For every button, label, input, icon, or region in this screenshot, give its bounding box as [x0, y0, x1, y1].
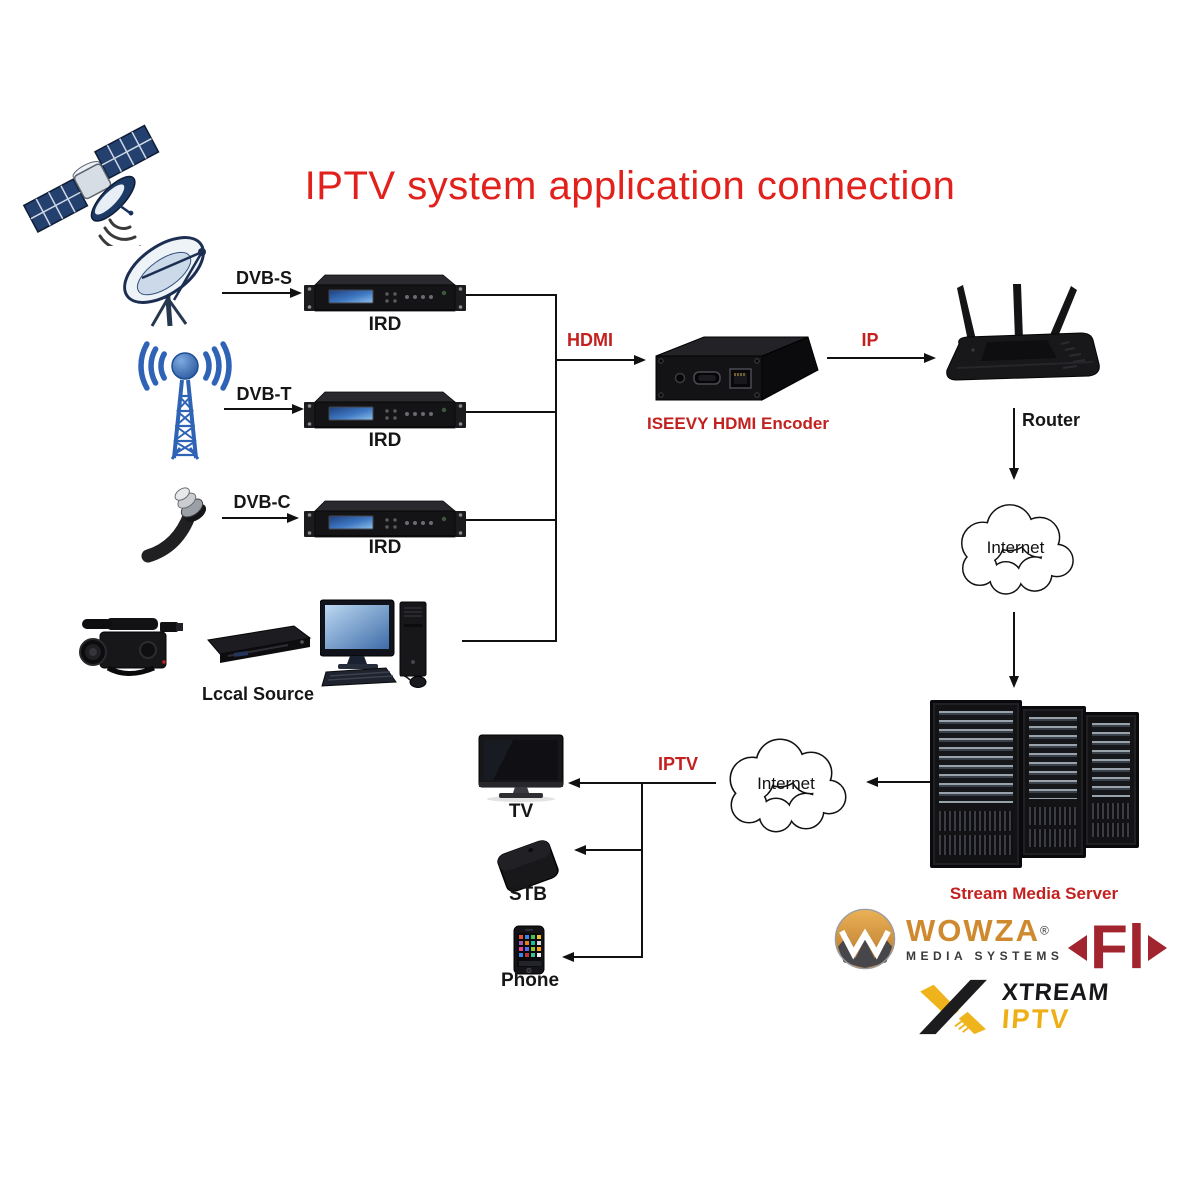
- internet-top-label: Internet: [986, 538, 1045, 557]
- phone-label: Phone: [500, 970, 560, 991]
- iptv-label: IPTV: [657, 754, 698, 774]
- xtream-line2: IPTV: [1000, 1004, 1072, 1035]
- ird-device-3: [304, 500, 466, 538]
- dvb-c-label: DVB-C: [233, 492, 291, 512]
- stream-media-server-icon: [930, 694, 1139, 872]
- flussonic-text: Fl: [1090, 913, 1146, 982]
- wowza-name: WOWZA: [906, 913, 1040, 948]
- xtream-line1: XTREAM: [1001, 979, 1111, 1007]
- ird3-label: IRD: [368, 537, 402, 558]
- hdmi-label: HDMI: [567, 330, 613, 350]
- server-rack-3: [1083, 712, 1139, 848]
- wowza-registered-mark: ®: [1039, 923, 1049, 938]
- local-source-label: Lccal Source: [201, 684, 315, 704]
- dvb-s-label: DVB-S: [235, 268, 292, 288]
- stb-icon: [497, 840, 559, 892]
- router-label: Router: [1022, 410, 1080, 430]
- flussonic-left-arrow-icon: [1068, 935, 1087, 961]
- ird2-label: IRD: [368, 430, 402, 451]
- server-rack-2: [1020, 706, 1086, 858]
- internet-bottom-label: Internet: [757, 774, 815, 793]
- satellite-icon: [22, 124, 160, 246]
- server-rack-1: [930, 700, 1022, 868]
- satellite-dish-icon: [123, 236, 206, 327]
- xtream-x-icon: [919, 979, 987, 1035]
- router-icon: [946, 284, 1100, 381]
- internet-cloud-bottom: [729, 738, 847, 833]
- wowza-emblem-icon: [834, 908, 896, 970]
- page-title: IPTV system application connection: [304, 164, 956, 208]
- broadcast-tower-icon: [138, 341, 232, 460]
- wowza-logo: WOWZA® MEDIA SYSTEMS: [834, 908, 1063, 970]
- dvb-t-label: DVB-T: [236, 384, 292, 404]
- desktop-computer-icon: [320, 599, 427, 688]
- xtream-iptv-logo: XTREAM IPTV: [914, 978, 1111, 1036]
- server-label: Stream Media Server: [949, 884, 1119, 903]
- ird1-label: IRD: [368, 314, 402, 335]
- tv-label: TV: [508, 801, 534, 822]
- tv-icon: [478, 734, 564, 802]
- flussonic-logo: Fl: [1068, 906, 1168, 990]
- ird-device-1: [304, 274, 466, 312]
- coax-cable-icon: [141, 487, 207, 563]
- internet-cloud-top: [961, 504, 1074, 595]
- encoder-label: ISEEVY HDMI Encoder: [646, 414, 829, 433]
- video-camera-icon: [79, 618, 183, 676]
- flussonic-right-arrow-icon: [1148, 935, 1168, 961]
- ird-device-2: [304, 391, 466, 429]
- dvd-player-icon: [207, 625, 312, 663]
- wowza-subtitle: MEDIA SYSTEMS: [906, 949, 1064, 963]
- stb-label: STB: [509, 884, 547, 905]
- hdmi-encoder-icon: [655, 336, 819, 401]
- ip-label: IP: [861, 330, 879, 350]
- phone-icon: [513, 925, 545, 975]
